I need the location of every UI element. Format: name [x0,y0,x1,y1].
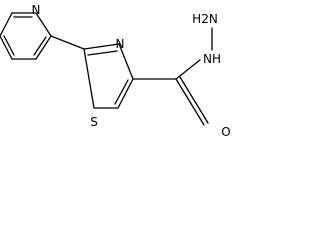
bond [35,12,52,37]
hydrazide-nh-label: NH [203,52,221,66]
chemical-structure-diagram: N N S H2N NH O [0,3,231,139]
bond [50,35,85,50]
hydrazide-amine-label: H2N [192,12,218,26]
bond [118,43,134,80]
double-bond-inner [87,50,118,56]
bond [117,78,134,109]
double-bond-inner [3,35,15,56]
bond [83,48,95,109]
bond [175,59,201,80]
thiazole-ring [83,43,134,109]
bond [35,35,52,60]
bond [0,35,13,60]
pyridine-nitrogen-label: N [32,3,41,17]
bond [175,78,205,126]
double-bond-inner [33,36,47,56]
thiazole-sulfur-label: S [90,115,98,129]
double-bond-inner [179,76,209,124]
carbonyl-oxygen-label: O [221,125,230,139]
pyridine-ring [0,12,52,60]
thiazole-nitrogen-label: N [116,37,125,51]
bond [83,43,120,50]
bond [0,12,13,37]
double-bond-inner [114,79,129,105]
